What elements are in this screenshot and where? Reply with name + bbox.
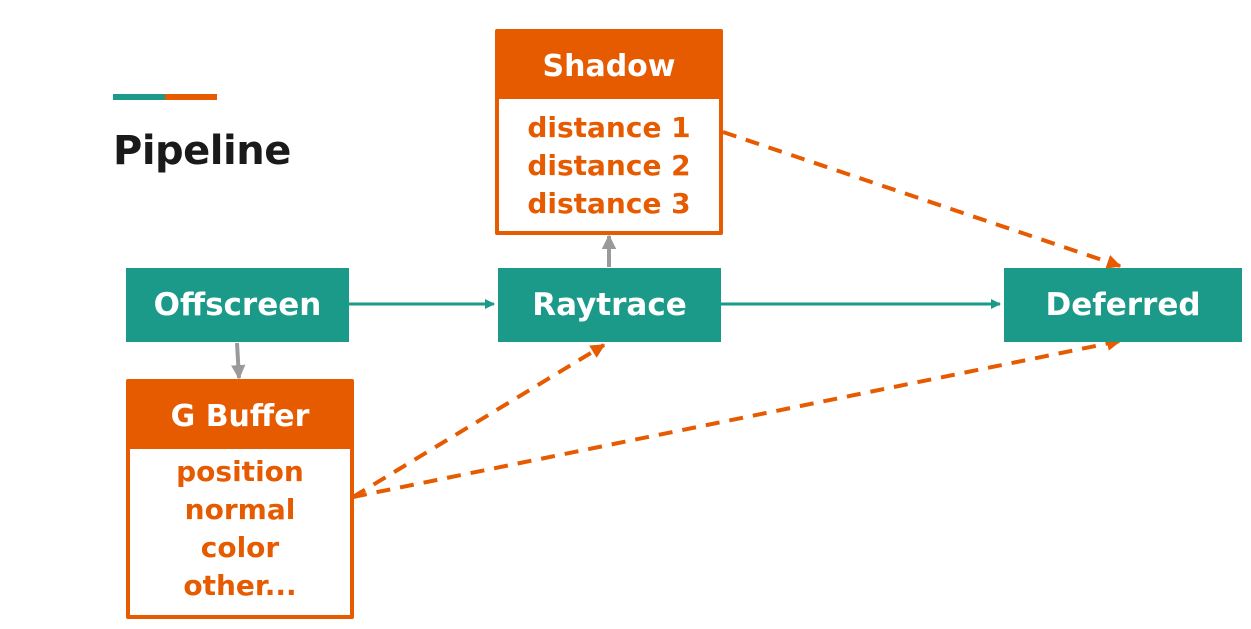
shadow-item: distance 2 bbox=[527, 149, 691, 182]
shadow-item: distance 3 bbox=[527, 187, 691, 220]
node-offscreen: Offscreen bbox=[126, 268, 349, 342]
arrow-shadow-to-deferred bbox=[722, 130, 1122, 269]
page-title: Pipeline bbox=[113, 128, 291, 174]
gbuffer-item: position bbox=[176, 455, 304, 488]
arrow-gbuffer-to-deferred bbox=[352, 336, 1122, 499]
shadow-panel-body: distance 1 distance 2 distance 3 bbox=[499, 99, 719, 223]
node-deferred: Deferred bbox=[1004, 268, 1242, 342]
node-offscreen-label: Offscreen bbox=[153, 287, 322, 323]
gbuffer-item: other... bbox=[183, 569, 297, 602]
arrow-gbuffer-to-raytrace bbox=[351, 343, 606, 499]
accent-bar-orange bbox=[165, 94, 217, 100]
node-raytrace: Raytrace bbox=[498, 268, 721, 342]
shadow-panel-header: Shadow bbox=[499, 33, 719, 99]
node-raytrace-label: Raytrace bbox=[532, 287, 687, 323]
gbuffer-panel: G Buffer position normal color other... bbox=[126, 379, 354, 619]
shadow-panel: Shadow distance 1 distance 2 distance 3 bbox=[495, 29, 723, 235]
node-deferred-label: Deferred bbox=[1045, 287, 1201, 323]
shadow-item: distance 1 bbox=[527, 111, 691, 144]
gbuffer-item: color bbox=[200, 531, 280, 564]
gbuffer-item: normal bbox=[184, 493, 296, 526]
shadow-panel-title: Shadow bbox=[542, 48, 676, 84]
arrow-offscreen-to-gbuffer bbox=[231, 342, 246, 380]
gbuffer-panel-header: G Buffer bbox=[130, 383, 350, 449]
gbuffer-panel-title: G Buffer bbox=[170, 398, 310, 434]
accent-bar-teal bbox=[113, 94, 165, 100]
gbuffer-panel-body: position normal color other... bbox=[130, 449, 350, 605]
